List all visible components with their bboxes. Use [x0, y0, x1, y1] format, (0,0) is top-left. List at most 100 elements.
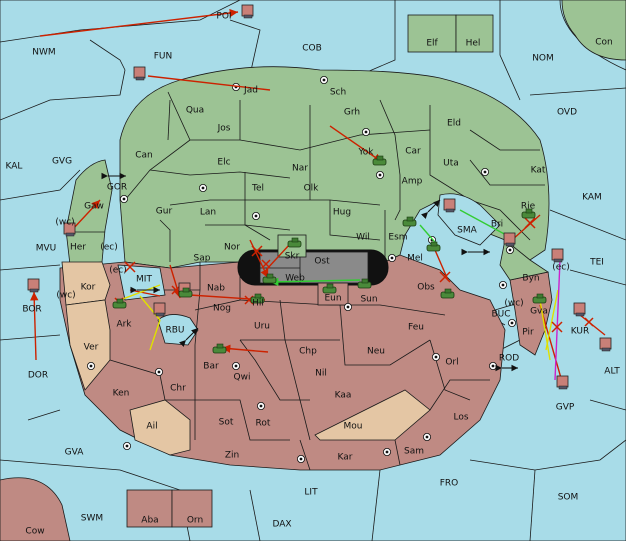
- supply-center-dot: [378, 173, 382, 177]
- army-unit[interactable]: [178, 287, 193, 298]
- label-uta: Uta: [443, 159, 459, 169]
- label-sun: Sun: [360, 295, 377, 305]
- fleet-unit[interactable]: [556, 375, 569, 390]
- label-orn: Orn: [187, 516, 203, 526]
- label-skr: Skr: [285, 252, 300, 262]
- label-tei: TEI: [589, 258, 604, 268]
- label-sam: Sam: [404, 447, 424, 457]
- supply-center-dot: [125, 444, 129, 448]
- fleet-unit[interactable]: [599, 337, 612, 352]
- label-ovd: OVD: [557, 108, 577, 118]
- label-orl: Orl: [445, 358, 458, 368]
- army-unit[interactable]: [112, 298, 127, 309]
- label-amp: Amp: [402, 177, 423, 187]
- supply-center-dot: [346, 305, 350, 309]
- label-fun: FUN: [154, 52, 173, 62]
- label-eun: Eun: [324, 294, 341, 304]
- label-web: Web: [285, 274, 305, 284]
- label-ver: Ver: [84, 343, 99, 353]
- label-gvg: GVG: [52, 157, 72, 167]
- label-mel: Mel: [407, 254, 423, 264]
- fleet-unit[interactable]: [551, 248, 564, 263]
- label-rie: Rie: [521, 202, 536, 212]
- supply-center-dot: [425, 435, 429, 439]
- label-rod: ROD: [499, 354, 519, 364]
- supply-center-dot: [364, 130, 368, 134]
- supply-center-dot: [157, 370, 161, 374]
- army-unit[interactable]: [250, 293, 265, 304]
- army-unit[interactable]: [262, 273, 277, 284]
- orders: [30, 8, 606, 386]
- label-jos: Jos: [217, 124, 231, 134]
- label-mou: Mou: [344, 422, 363, 432]
- army-unit[interactable]: [521, 208, 536, 219]
- label-gvp: GVP: [556, 403, 575, 413]
- label-nil: Nil: [315, 369, 327, 379]
- province-borders: [109, 91, 545, 471]
- label-ec1: (ec): [100, 243, 118, 253]
- army-unit[interactable]: [532, 293, 547, 304]
- label-qwi: Qwi: [234, 373, 251, 383]
- fleet-unit[interactable]: [63, 222, 76, 237]
- label-kaa: Kaa: [335, 391, 352, 401]
- supply-center-dot: [491, 364, 495, 368]
- label-kal: KAL: [6, 162, 23, 172]
- label-feu: Feu: [408, 323, 424, 333]
- label-rbu: RBU: [165, 326, 184, 336]
- label-chp: Chp: [299, 347, 317, 357]
- label-nog: Nog: [213, 304, 231, 314]
- fleet-unit[interactable]: [27, 278, 40, 293]
- supply-center-dot: [201, 186, 205, 190]
- label-obs: Obs: [417, 283, 435, 293]
- label-car: Car: [405, 147, 421, 157]
- fleet-unit[interactable]: [241, 4, 254, 19]
- label-buc: BUC: [491, 310, 510, 320]
- label-sap: Sap: [194, 254, 211, 264]
- label-sma: SMA: [457, 226, 477, 236]
- label-uru: Uru: [254, 322, 270, 332]
- label-elf: Elf: [426, 39, 438, 49]
- label-jad: Jad: [243, 86, 258, 96]
- island-elf-hel: [407, 14, 494, 53]
- label-wc3: (wc): [504, 299, 523, 309]
- label-som: SOM: [558, 493, 579, 503]
- label-mit: MIT: [136, 275, 152, 285]
- label-nor: Nor: [224, 243, 240, 253]
- label-alt: ALT: [604, 367, 620, 377]
- fleet-unit[interactable]: [503, 232, 516, 247]
- label-eld: Eld: [447, 119, 461, 129]
- label-cow: Cow: [25, 527, 44, 537]
- label-byn: Byn: [522, 274, 539, 284]
- label-lan: Lan: [200, 208, 216, 218]
- army-unit[interactable]: [402, 216, 417, 227]
- army-unit[interactable]: [372, 155, 387, 166]
- label-ec3: (ec): [109, 266, 127, 276]
- army-unit[interactable]: [440, 288, 455, 299]
- label-sot: Sot: [219, 418, 234, 428]
- label-nar: Nar: [292, 164, 308, 174]
- fleet-unit[interactable]: [443, 198, 456, 213]
- army-unit[interactable]: [426, 241, 441, 252]
- army-unit[interactable]: [287, 237, 302, 248]
- label-chr: Chr: [170, 384, 186, 394]
- army-unit[interactable]: [357, 278, 372, 289]
- label-kor: Kor: [81, 283, 96, 293]
- fleet-unit[interactable]: [133, 66, 146, 81]
- label-zin: Zin: [225, 451, 239, 461]
- army-unit[interactable]: [322, 283, 337, 294]
- fleet-unit[interactable]: [153, 302, 166, 317]
- label-bri: Bri: [491, 220, 503, 230]
- supply-center-dot: [434, 355, 438, 359]
- supply-center-dot: [89, 364, 93, 368]
- label-wc2: (wc): [56, 291, 75, 301]
- label-rot: Rot: [256, 419, 271, 429]
- label-fro: FRO: [440, 479, 459, 489]
- label-gur: Gur: [156, 207, 173, 217]
- label-ec2: (ec): [552, 263, 570, 273]
- label-yok: Yok: [357, 148, 374, 158]
- army-unit[interactable]: [212, 343, 227, 354]
- label-poi: POI: [216, 12, 231, 22]
- fleet-unit[interactable]: [573, 302, 586, 317]
